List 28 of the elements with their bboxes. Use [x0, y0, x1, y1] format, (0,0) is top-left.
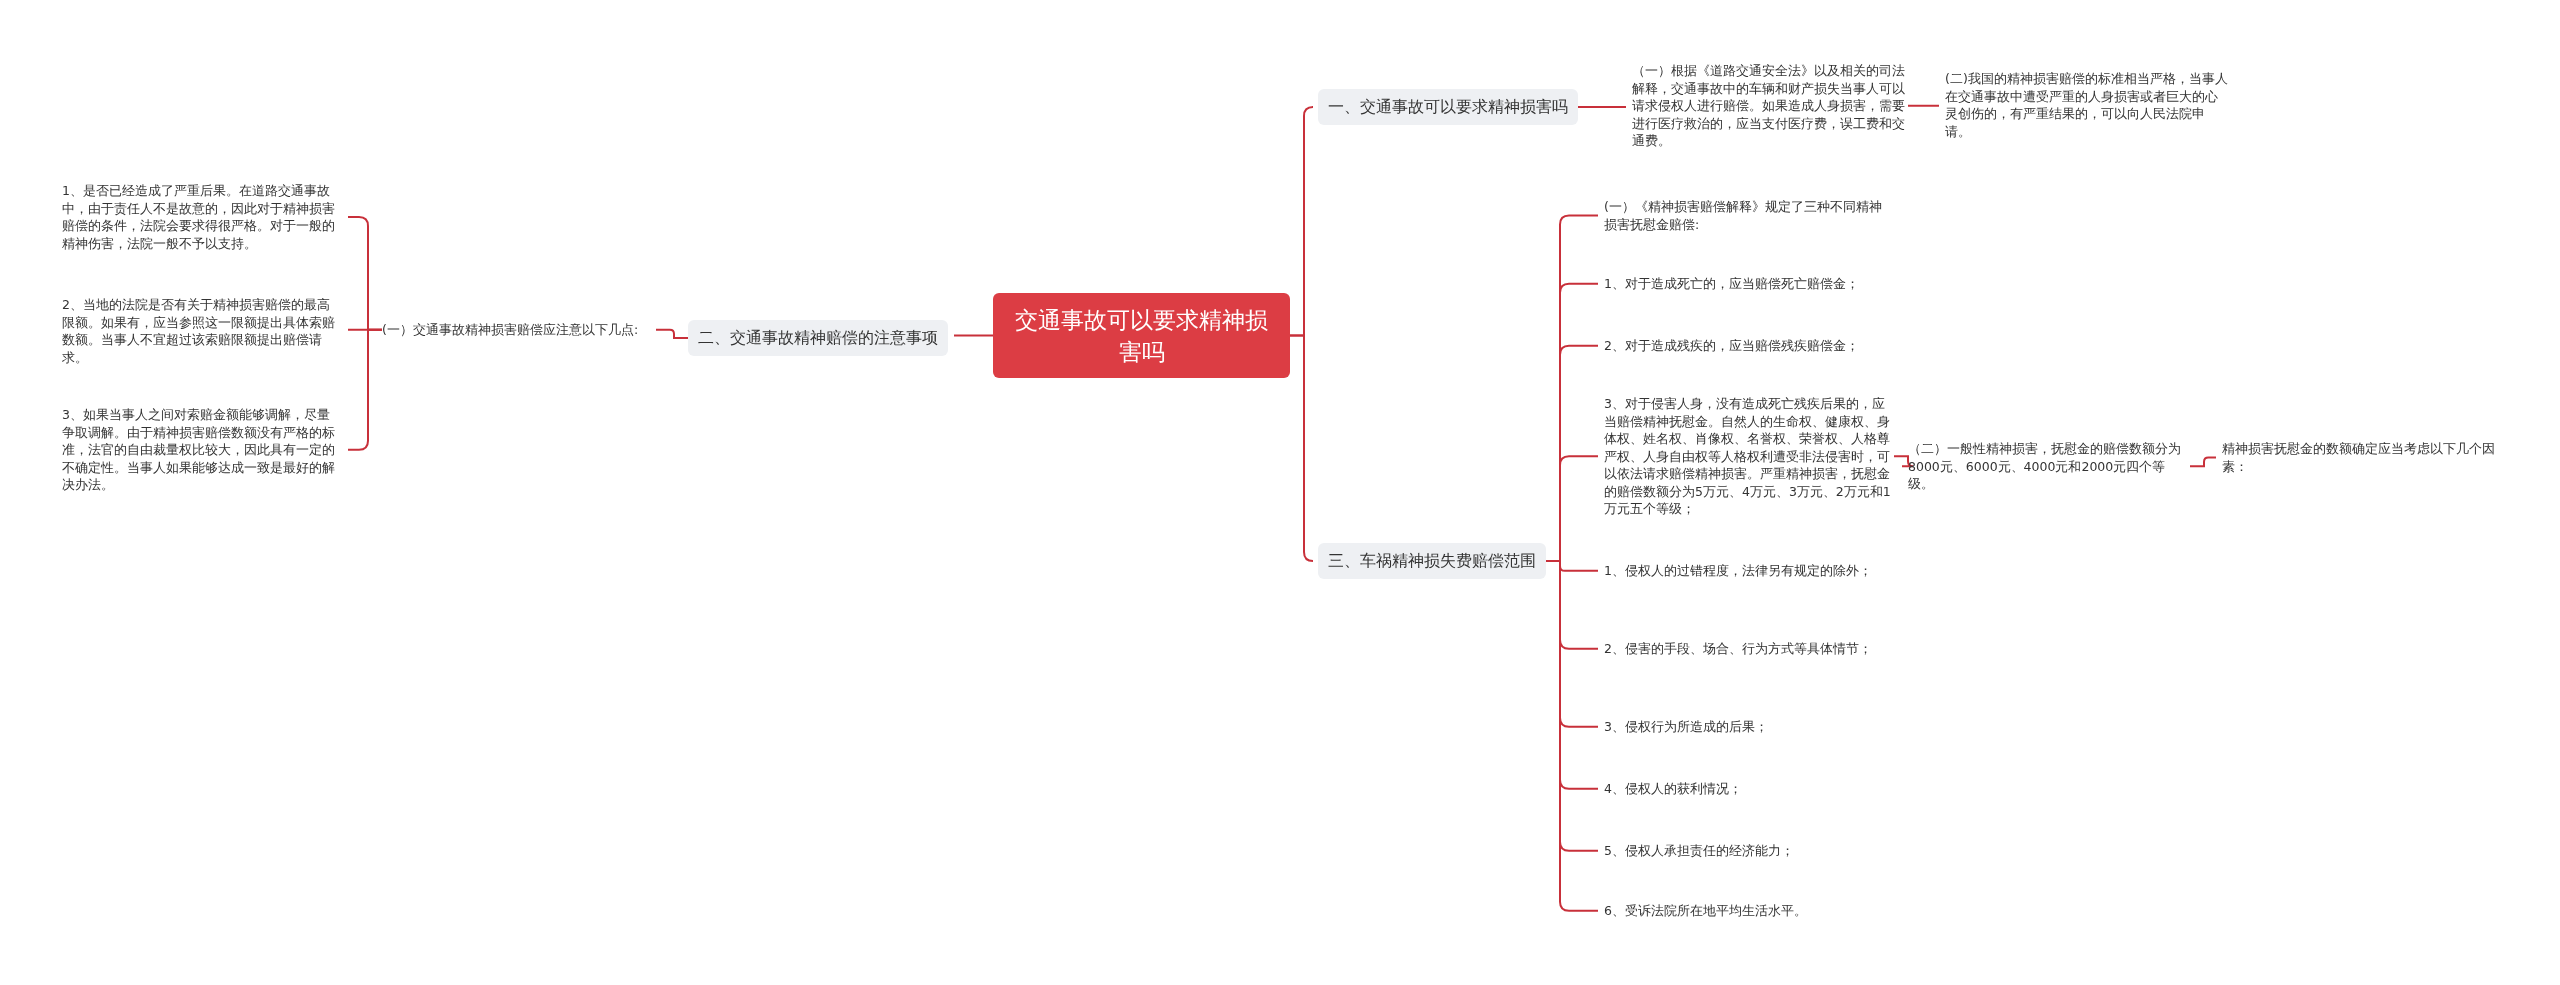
- topic-text: 5、侵权人承担责任的经济能力；: [1604, 842, 1894, 860]
- topic-text: (一）交通事故精神损害赔偿应注意以下几点:: [382, 321, 650, 339]
- topic-text: 1、对于造成死亡的，应当赔偿死亡赔偿金；: [1604, 275, 1894, 293]
- topic-text: 2、当地的法院是否有关于精神损害赔偿的最高限额。如果有，应当参照这一限额提出具体索赔数额。当事人不宜超过该索赔限额提出赔偿请求。: [62, 296, 342, 366]
- connector-line: [1907, 104, 1940, 107]
- topic-text: 3、如果当事人之间对索赔金额能够调解，尽量争取调解。由于精神损害赔偿数额没有严格的标准，法官的自由裁量权比较大，因此具有一定的不确定性。当事人如果能够达成一致是最好的解决办法。: [62, 406, 342, 494]
- topic-text: 4、侵权人的获利情况；: [1604, 780, 1894, 798]
- branch-topic-box: 一、交通事故可以要求精神损害吗: [1318, 89, 1578, 125]
- topic-text: 6、受诉法院所在地平均生活水平。: [1604, 902, 1894, 920]
- topic-text: (一）《精神损害赔偿解释》规定了三种不同精神损害抚慰金赔偿:: [1604, 198, 1894, 233]
- topic-text: 2、对于造成残疾的，应当赔偿残疾赔偿金；: [1604, 337, 1894, 355]
- topic-text: 1、侵权人的过错程度，法律另有规定的除外；: [1604, 562, 1894, 580]
- connector-line: [2189, 456, 2217, 468]
- topic-text: (二)我国的精神损害赔偿的标准相当严格，当事人在交通事故中遭受严重的人身损害或者巨大的心灵创伤的，有严重结果的，可以向人民法院申请。: [1945, 70, 2229, 140]
- topic-text: （二）一般性精神损害，抚慰金的赔偿数额分为8000元、6000元、4000元和2000元四个等级。: [1908, 440, 2190, 493]
- connector-line: [953, 334, 994, 337]
- branch-topic-box: 三、车祸精神损失费赔偿范围: [1318, 543, 1546, 579]
- topic-text: 3、对于侵害人身，没有造成死亡残疾后果的，应当赔偿精神抚慰金。自然人的生命权、健康权、身体权、姓名权、肖像权、名誉权、荣誉权、人格尊严权、人身自由权等人格权利遭受非法侵害时，可以依法请求赔偿精神损害。严重精神损害，抚慰金的赔偿数额分为5万元、4万元、3万元、2万元和1万元五个等级；: [1604, 395, 1894, 518]
- connector-line: [1577, 106, 1627, 108]
- connector-line: [655, 328, 689, 339]
- topic-text: 1、是否已经造成了严重后果。在道路交通事故中，由于责任人不是故意的，因此对于精神损害赔偿的条件，法院会要求得很严格。对于一般的精神伤害，法院一般不予以支持。: [62, 182, 342, 252]
- topic-text: 3、侵权行为所造成的后果；: [1604, 718, 1894, 736]
- branch-topic-box: 二、交通事故精神赔偿的注意事项: [688, 320, 948, 356]
- topic-text: 精神损害抚慰金的数额确定应当考虑以下几个因素：: [2222, 440, 2504, 475]
- connector-line: [1289, 334, 1314, 562]
- central-topic-box: 交通事故可以要求精神损害吗: [993, 293, 1290, 378]
- topic-text: 2、侵害的手段、场合、行为方式等具体情节；: [1604, 640, 1894, 658]
- topic-text: （一）根据《道路交通安全法》以及相关的司法解释，交通事故中的车辆和财产损失当事人可以请求侵权人进行赔偿。如果造成人身损害，需要进行医疗救治的，应当支付医疗费，误工费和交通费。: [1632, 62, 1908, 150]
